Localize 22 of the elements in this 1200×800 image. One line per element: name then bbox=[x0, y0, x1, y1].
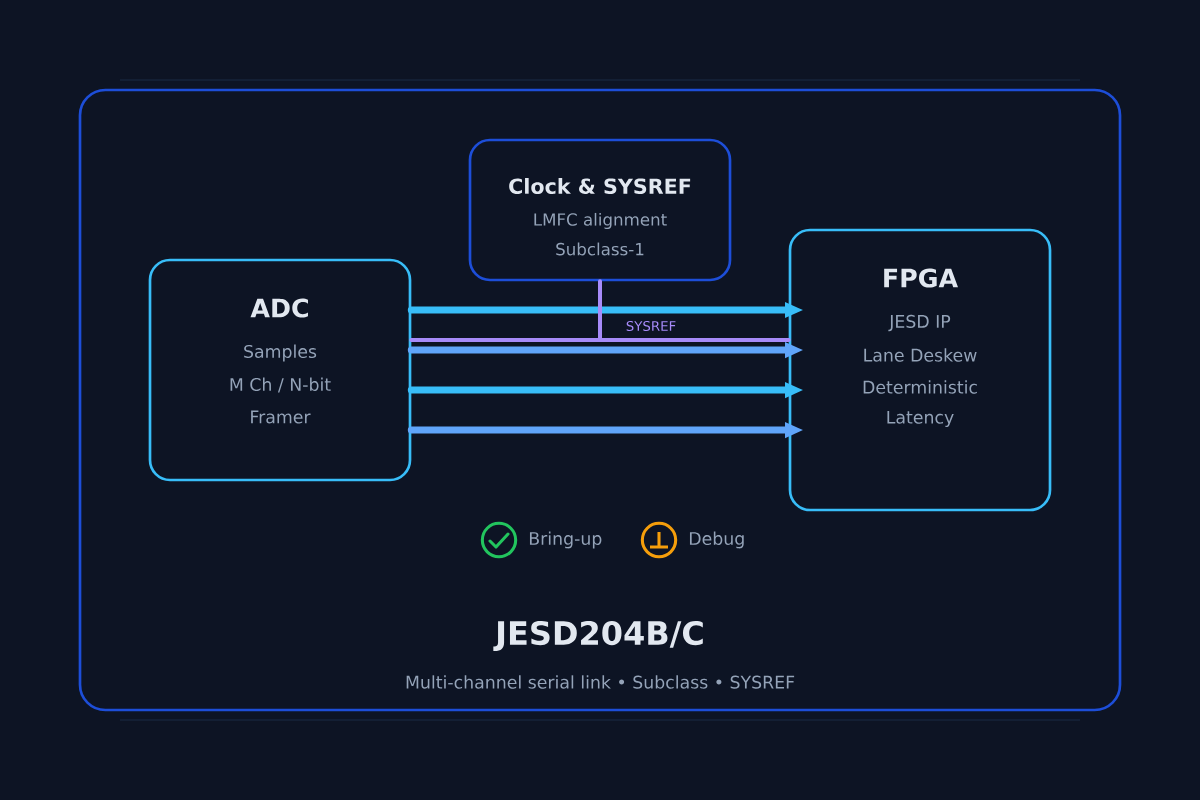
title: JESD204B/C bbox=[493, 620, 703, 652]
body-text: LMFC alignment bbox=[534, 212, 667, 230]
frame-panel bbox=[78, 88, 1122, 712]
body-text: Deterministic bbox=[863, 380, 977, 394]
title: Clock & SYSREF bbox=[509, 178, 691, 194]
sysref-line bbox=[409, 279, 791, 342]
body-text: M Ch / N-bit bbox=[230, 377, 331, 393]
block-box bbox=[788, 228, 1052, 512]
title: ADC bbox=[250, 298, 308, 318]
block-box bbox=[468, 138, 732, 282]
body-text: Subclass-1 bbox=[556, 242, 644, 256]
body-text: JESD IP bbox=[888, 314, 951, 332]
title: FPGA bbox=[884, 268, 958, 288]
block-box bbox=[148, 258, 412, 482]
body-text: Latency bbox=[887, 410, 954, 428]
legend-text: Bring-up bbox=[529, 531, 602, 549]
legend-text: Debug bbox=[689, 531, 744, 549]
body-text: Samples bbox=[244, 344, 317, 362]
body-text: Framer bbox=[251, 410, 311, 424]
body-text: Multi-channel serial link • Subclass • SYSREF bbox=[406, 675, 795, 689]
body-text: Lane Deskew bbox=[864, 348, 977, 362]
edge-label: SYSREF bbox=[626, 320, 676, 332]
